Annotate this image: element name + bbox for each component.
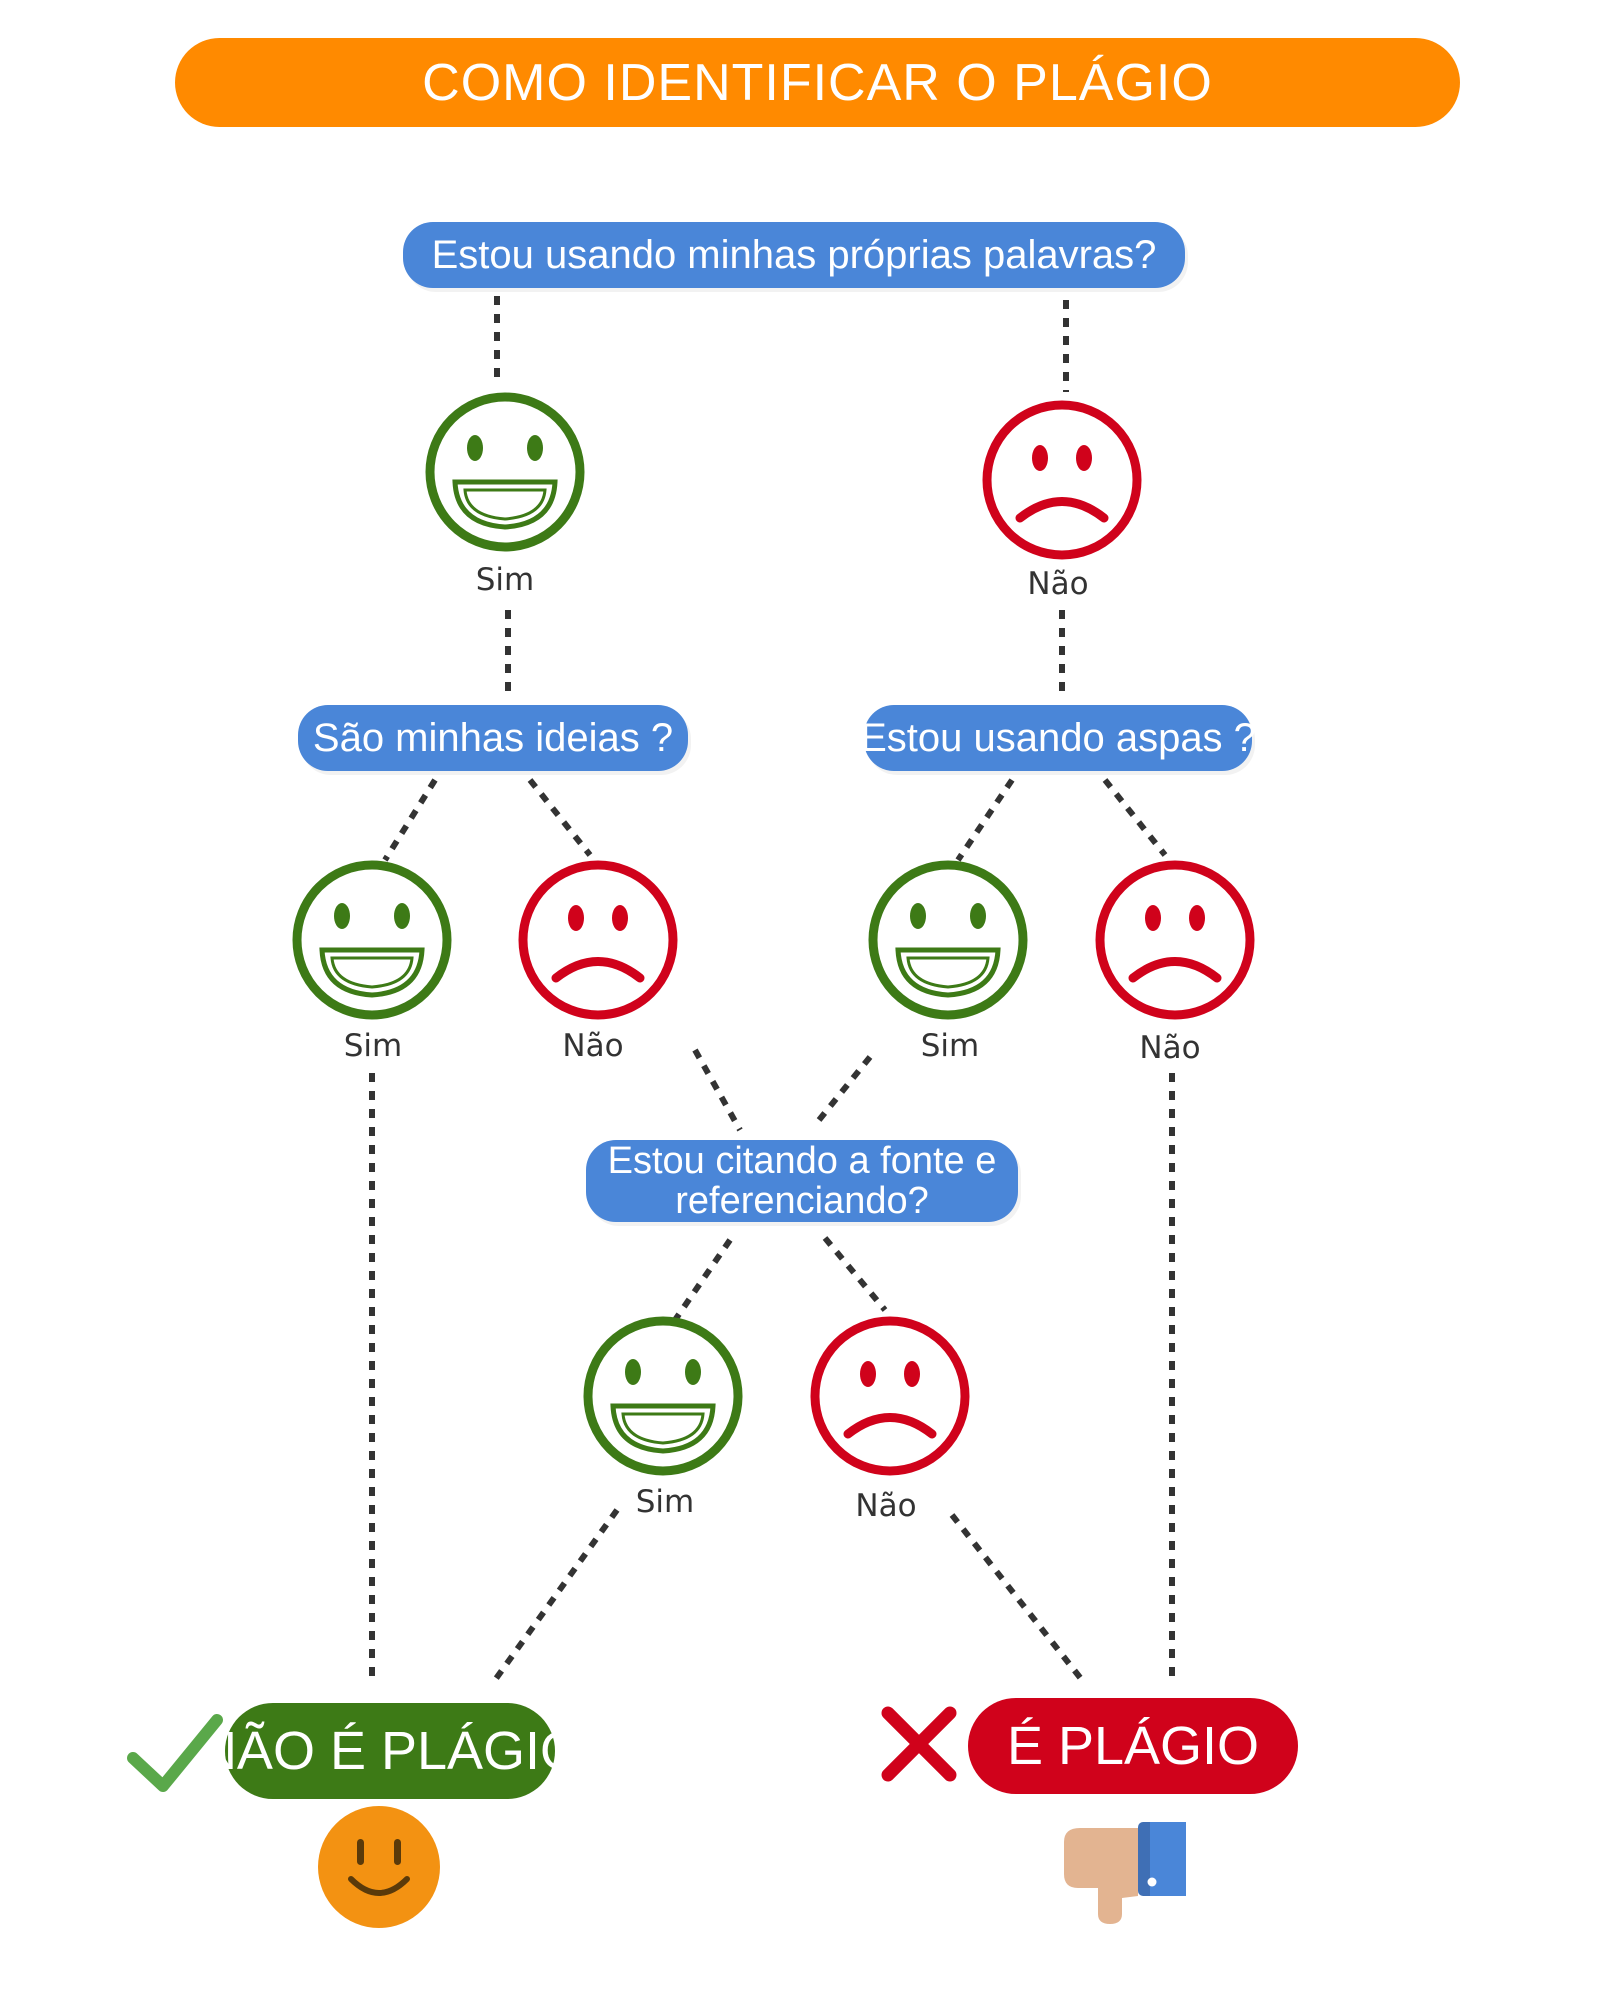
answer-label-no: Não [855, 1488, 917, 1524]
answer-label-yes: Sim [635, 1484, 695, 1520]
sad-face-icon [523, 865, 673, 1015]
happy-face-icon [873, 865, 1023, 1015]
sad-face-icon [987, 405, 1137, 555]
answer-label-yes: Sim [475, 562, 535, 598]
page-title: COMO IDENTIFICAR O PLÁGIO [175, 38, 1460, 127]
happy-face-icon [430, 397, 580, 547]
answer-label-no: Não [562, 1028, 624, 1064]
smiley-icon [318, 1806, 440, 1928]
cross-icon [881, 1706, 957, 1782]
happy-face-icon [297, 865, 447, 1015]
question-citing-source: Estou citando a fonte e referenciando? [586, 1140, 1018, 1222]
question-using-quotes: Estou usando aspas ? [860, 705, 1256, 771]
answer-label-yes: Sim [920, 1028, 980, 1064]
answer-label-no: Não [1139, 1030, 1201, 1066]
happy-face-icon [588, 1321, 738, 1471]
answer-label-yes: Sim [343, 1028, 403, 1064]
result-not-plagiarism: NÃO É PLÁGIO [198, 1703, 582, 1799]
check-icon [127, 1714, 223, 1792]
answer-label-no: Não [1027, 566, 1089, 602]
question-own-ideas: São minhas ideias ? [298, 705, 688, 771]
question-own-words: Estou usando minhas próprias palavras? [403, 222, 1185, 288]
result-plagiarism: É PLÁGIO [968, 1698, 1298, 1794]
sad-face-icon [815, 1321, 965, 1471]
thumbs-down-icon [1064, 1822, 1186, 1924]
sad-face-icon [1100, 865, 1250, 1015]
